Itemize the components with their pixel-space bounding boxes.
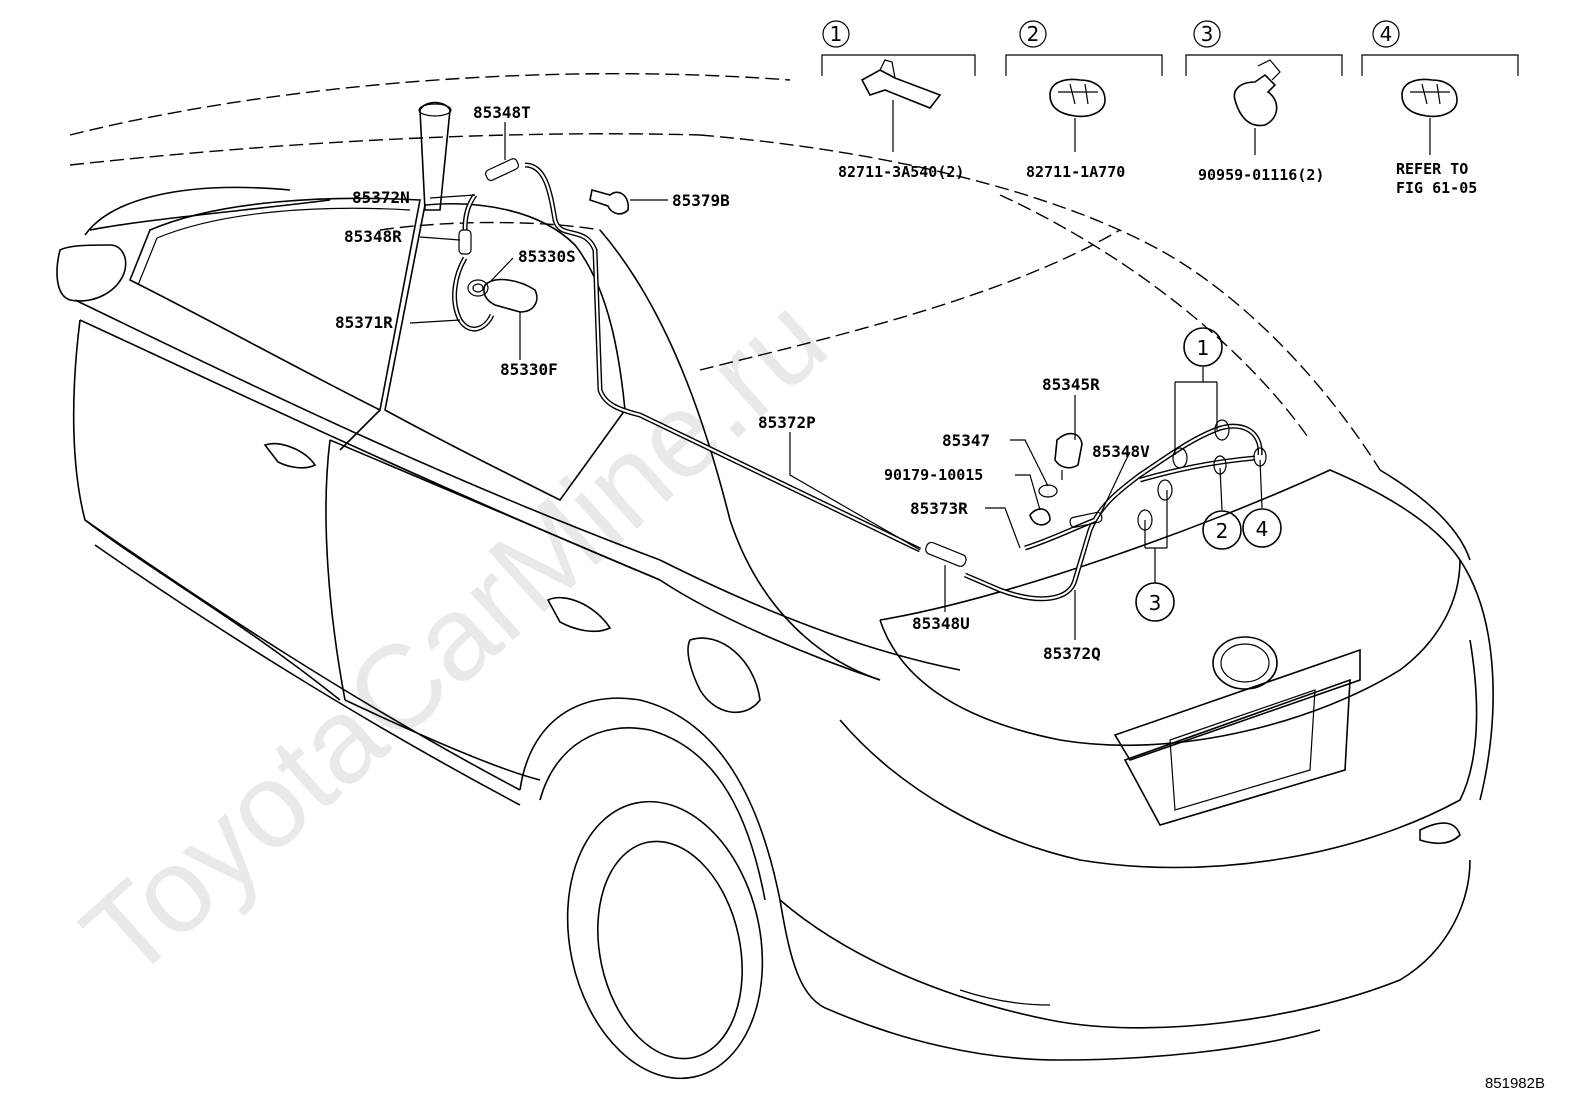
part-85345R-label: 85345R xyxy=(1042,375,1100,394)
inset-part-label: 82711-3A540(2) xyxy=(838,163,964,181)
part-85330S-label: 85330S xyxy=(518,247,576,266)
inset-3: 3 90959-01116(2) xyxy=(1185,20,1343,184)
part-85348T-label: 85348T xyxy=(473,103,531,122)
callout-circles: 1 2 3 4 xyxy=(1135,327,1282,622)
inset-number: 2 xyxy=(1027,22,1040,46)
part-85372N-label: 85372N xyxy=(352,188,410,207)
inset-part-label-line2: FIG 61-05 xyxy=(1396,179,1477,197)
part-85371R-label: 85371R xyxy=(335,313,393,332)
part-85348V-label: 85348V xyxy=(1092,442,1150,461)
part-85348R-label: 85348R xyxy=(344,227,402,246)
callout-4: 4 xyxy=(1256,517,1269,541)
inset-2: 2 82711-1A770 xyxy=(1005,20,1163,181)
part-85348U-label: 85348U xyxy=(912,614,970,633)
inset-1: 1 82711-3A540(2) xyxy=(821,20,976,181)
part-85372Q-label: 85372Q xyxy=(1043,644,1101,663)
callout-3: 3 xyxy=(1149,591,1162,615)
car-outline xyxy=(56,72,1494,1080)
leader-lines xyxy=(409,122,1263,640)
part-85379B-label: 85379B xyxy=(672,191,730,210)
part-90179-10015-label: 90179-10015 xyxy=(884,466,983,484)
part-85372P-label: 85372P xyxy=(758,413,816,432)
inset-number: 1 xyxy=(830,22,843,46)
watermark: ToyotaCarMine.ru xyxy=(58,271,851,1004)
inset-number: 3 xyxy=(1201,22,1214,46)
figure-code: 851982B xyxy=(1485,1075,1545,1092)
callout-2: 2 xyxy=(1216,519,1229,543)
inset-4: 4 REFER TO FIG 61-05 xyxy=(1361,20,1519,197)
inset-part-label: 90959-01116(2) xyxy=(1198,166,1324,184)
part-85347-label: 85347 xyxy=(942,431,990,450)
inset-number: 4 xyxy=(1380,22,1393,46)
callout-1: 1 xyxy=(1197,336,1210,360)
inset-part-label-line1: REFER TO xyxy=(1396,160,1468,178)
inset-part-label: 82711-1A770 xyxy=(1026,163,1125,181)
part-labels: 85348T 85372N 85348R 85330S 85371R 85330… xyxy=(335,103,1150,663)
part-85373R-label: 85373R xyxy=(910,499,968,518)
part-85330F-label: 85330F xyxy=(500,360,558,379)
